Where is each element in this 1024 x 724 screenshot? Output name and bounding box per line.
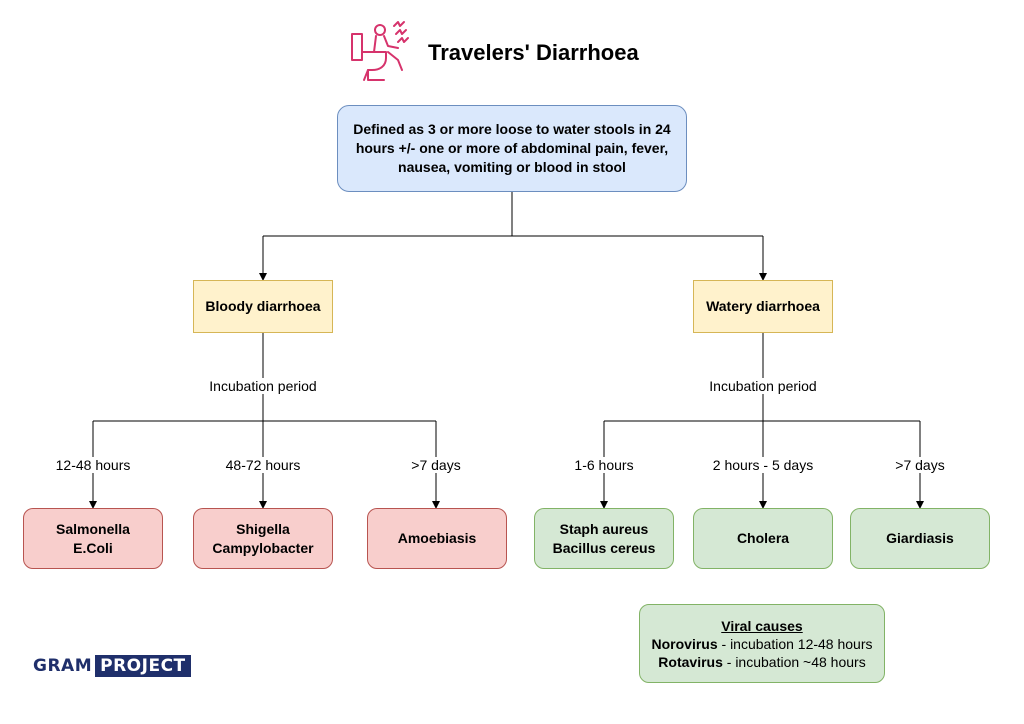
bloody-period-1: 12-48 hours: [53, 457, 133, 473]
shigella-campylobacter-box: Shigella Campylobacter: [193, 508, 333, 569]
watery-period-2: 2 hours - 5 days: [710, 457, 816, 473]
cause-line: Staph aureus: [559, 520, 649, 537]
watery-diarrhoea-label: Watery diarrhoea: [706, 298, 820, 314]
cause-line: Giardiasis: [886, 530, 954, 546]
cause-line: Amoebiasis: [397, 530, 477, 546]
amoebiasis-box: Amoebiasis: [367, 508, 507, 569]
staph-bacillus-box: Staph aureus Bacillus cereus: [534, 508, 674, 569]
giardiasis-box: Giardiasis: [850, 508, 990, 569]
cause-line: E.Coli: [73, 539, 113, 556]
bloody-diarrhoea-label: Bloody diarrhoea: [205, 298, 321, 314]
cause-line: Cholera: [736, 530, 790, 546]
cause-line: Shigella: [236, 520, 290, 537]
watery-period-3: >7 days: [893, 457, 947, 473]
bloody-incubation-label: Incubation period: [207, 378, 319, 394]
logo-gram: GRAM: [33, 656, 93, 676]
bloody-period-3: >7 days: [409, 457, 463, 473]
connector-definition: [263, 192, 763, 237]
page-title: Travelers' Diarrhoea: [428, 40, 639, 65]
viral-causes-box: Viral causes Norovirus - incubation 12-4…: [639, 604, 885, 683]
watery-diarrhoea-box: Watery diarrhoea: [693, 280, 833, 333]
bloody-period-2: 48-72 hours: [223, 457, 303, 473]
toilet-person-icon: [351, 21, 409, 81]
salmonella-ecoli-box: Salmonella E.Coli: [23, 508, 163, 569]
connector-bloody: [93, 333, 436, 422]
bloody-diarrhoea-box: Bloody diarrhoea: [193, 280, 333, 333]
cause-line: Campylobacter: [212, 539, 314, 556]
viral-item-rotavirus: Rotavirus - incubation ~48 hours: [658, 653, 866, 670]
logo-project: PROJECT: [95, 655, 191, 677]
watery-incubation-label: Incubation period: [707, 378, 819, 394]
cause-line: Salmonella: [56, 520, 130, 537]
gram-project-logo: GRAM PROJECT: [33, 654, 191, 678]
connector-watery: [604, 333, 920, 422]
definition-text: Defined as 3 or more loose to water stoo…: [353, 121, 671, 175]
viral-item-norovirus: Norovirus - incubation 12-48 hours: [651, 635, 873, 652]
definition-box: Defined as 3 or more loose to water stoo…: [337, 105, 687, 192]
viral-causes-heading: Viral causes: [721, 617, 803, 634]
cholera-box: Cholera: [693, 508, 833, 569]
watery-period-1: 1-6 hours: [572, 457, 636, 473]
cause-line: Bacillus cereus: [552, 539, 656, 556]
